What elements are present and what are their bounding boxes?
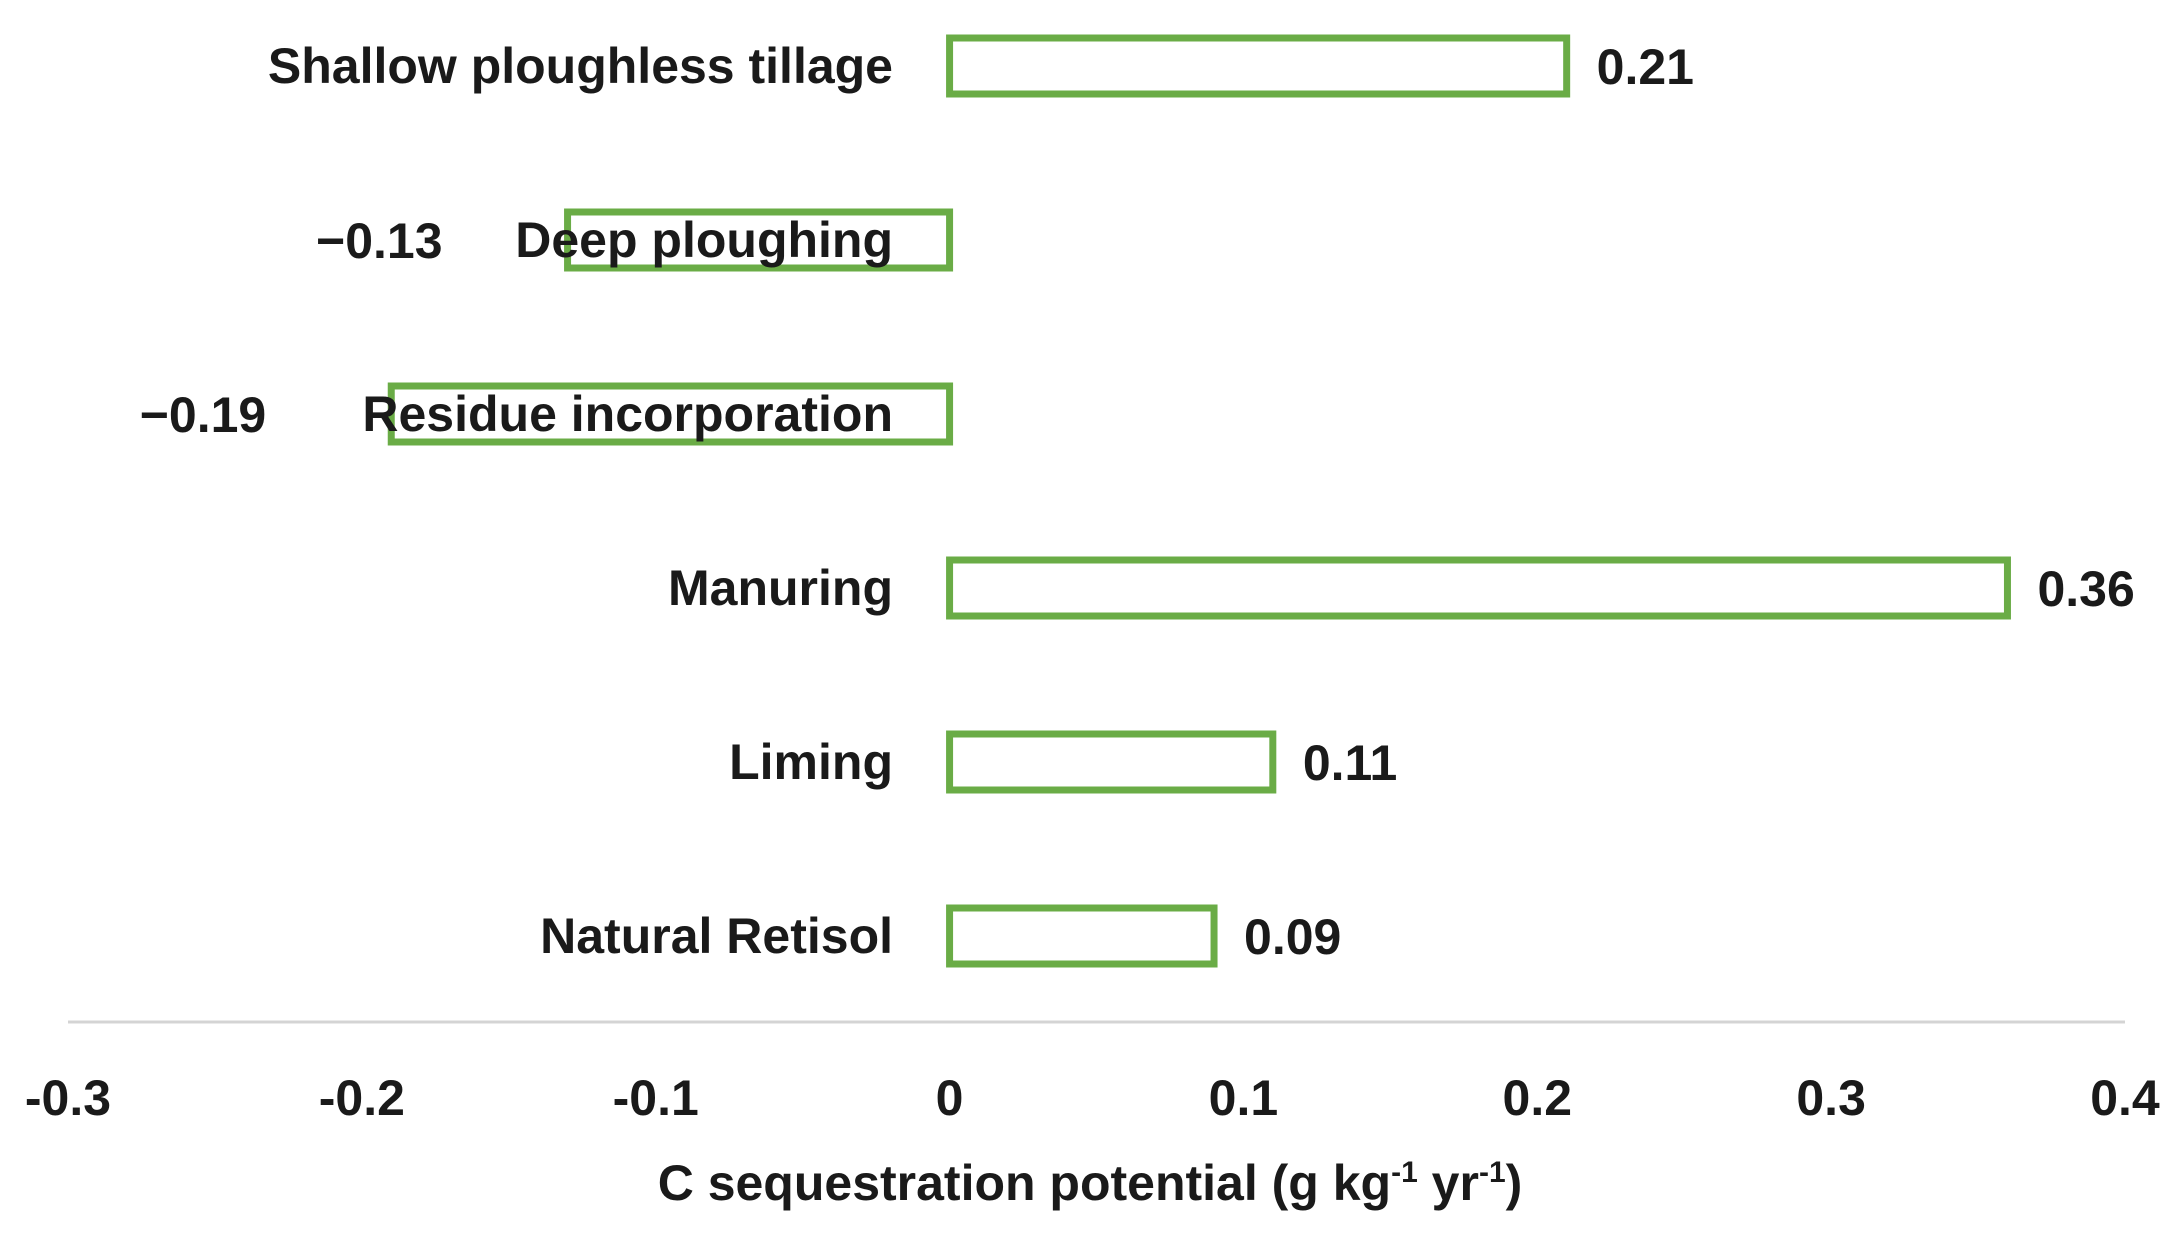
x-axis-title-sup1: -1 bbox=[1391, 1156, 1418, 1189]
x-axis-title-sup2: -1 bbox=[1479, 1156, 1506, 1189]
category-label: Deep ploughing bbox=[515, 212, 893, 268]
data-label: 0.09 bbox=[1244, 909, 1341, 965]
x-tick-label: 0.1 bbox=[1209, 1070, 1279, 1126]
category-label: Shallow ploughless tillage bbox=[268, 38, 893, 94]
x-tick-label: 0.2 bbox=[1503, 1070, 1573, 1126]
bar bbox=[946, 730, 1277, 794]
x-tick-label: 0.3 bbox=[1796, 1070, 1866, 1126]
x-tick-label: -0.3 bbox=[25, 1070, 111, 1126]
bar bbox=[946, 34, 1571, 98]
category-label: Liming bbox=[729, 734, 893, 790]
bar bbox=[387, 382, 954, 446]
x-axis-title-main: C sequestration potential (g kg bbox=[658, 1155, 1391, 1211]
data-label: −0.19 bbox=[140, 387, 267, 443]
category-label: Residue incorporation bbox=[362, 386, 893, 442]
x-tick-label: -0.2 bbox=[319, 1070, 405, 1126]
bar bbox=[946, 556, 2011, 620]
x-tick-label: 0.4 bbox=[2090, 1070, 2160, 1126]
bars-layer bbox=[387, 34, 2011, 968]
data-label: 0.21 bbox=[1597, 39, 1694, 95]
data-label: −0.13 bbox=[316, 213, 443, 269]
x-tick-label: 0 bbox=[936, 1070, 964, 1126]
data-label: 0.36 bbox=[2037, 561, 2134, 617]
x-axis-title: C sequestration potential (g kg-1 yr-1) bbox=[658, 1155, 1523, 1211]
category-label: Manuring bbox=[668, 560, 893, 616]
category-label: Natural Retisol bbox=[540, 908, 893, 964]
x-axis: -0.3 -0.2 -0.1 0 0.1 0.2 0.3 0.4 bbox=[25, 1020, 2160, 1126]
x-axis-title-mid: yr bbox=[1418, 1155, 1479, 1211]
x-axis-title-end: ) bbox=[1506, 1155, 1523, 1211]
bar bbox=[564, 208, 954, 272]
data-label: 0.11 bbox=[1303, 735, 1398, 791]
bar bbox=[946, 904, 1218, 968]
x-tick-label: -0.1 bbox=[613, 1070, 699, 1126]
